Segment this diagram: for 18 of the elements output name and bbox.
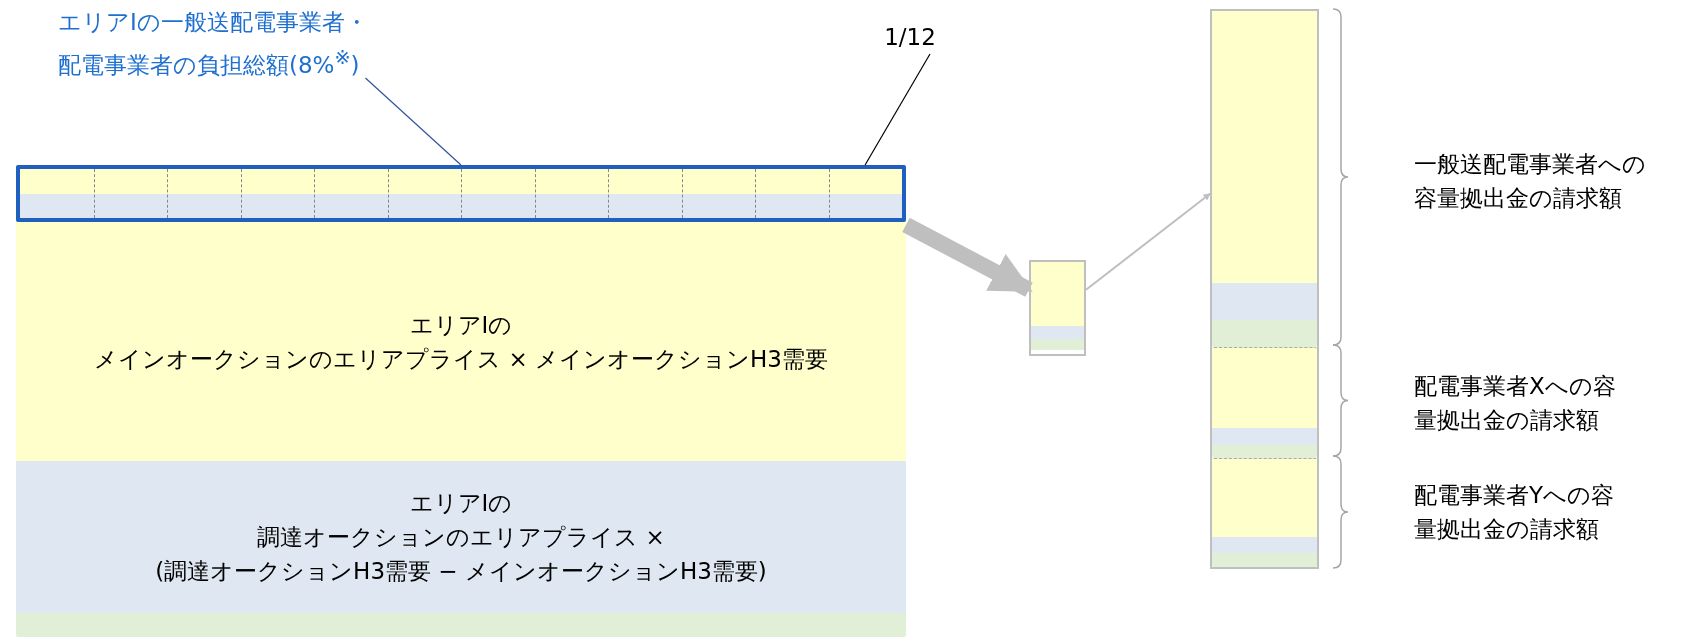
arrow [1085,192,1211,291]
segmented-bar [16,165,906,222]
note-text: エリアIの一般送配電事業者・配電事業者の負担総額(8%$^{※}$) [58,4,478,78]
brace-label: 配電事業者Yへの容量拠出金の請求額 [1414,481,1616,544]
leader-line [364,77,462,166]
bar-segment [1212,347,1317,458]
cost-block [16,165,906,637]
small-bar [1029,260,1086,356]
tall-bar [1210,9,1319,569]
leader-line [864,53,931,166]
bar-segment [1212,458,1317,567]
brace-label: 配電事業者Xへの容量拠出金の請求額 [1414,372,1617,435]
cost-band: エリアIの メインオークションのエリアプライス × メインオークションH3需要 [16,222,906,461]
bar-segment [1212,11,1317,347]
brace-label: 一般送配電事業者への容量拠出金の請求額 [1414,150,1647,213]
cost-band: エリアIの 調達オークションのエリアプライス × (調達オークションH3需要 − メインオークションH3需要) [16,461,906,613]
fraction-label: 1/12 [880,20,940,54]
arrow [902,217,1033,297]
